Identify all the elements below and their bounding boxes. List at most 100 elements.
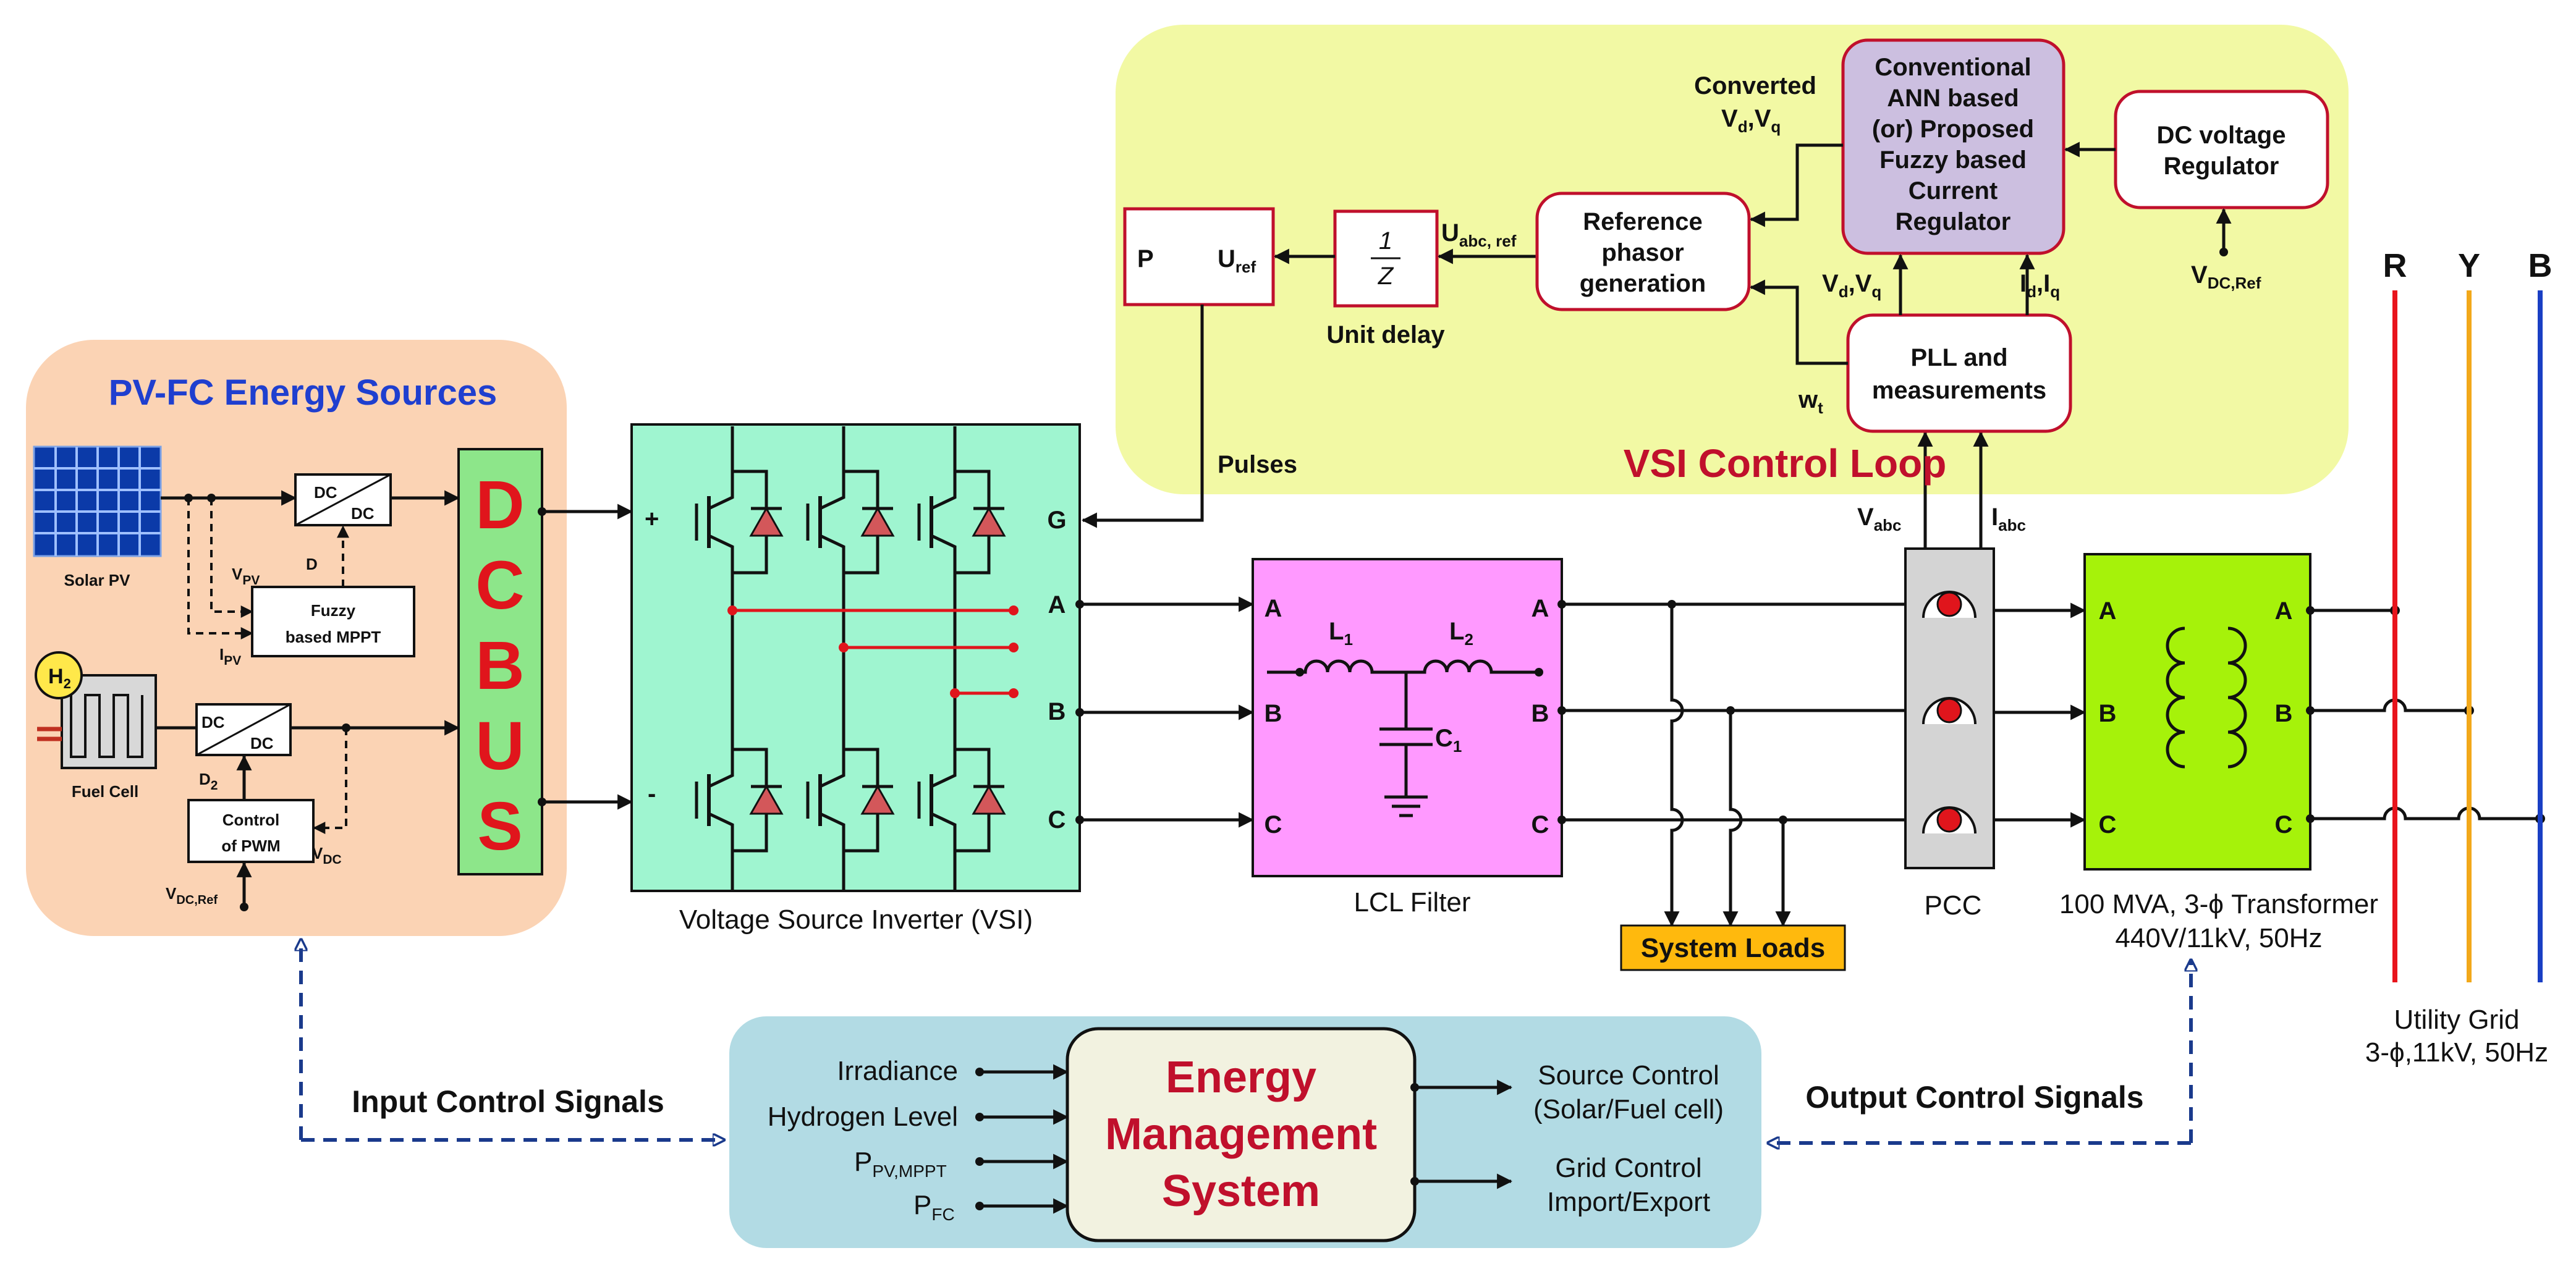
ref-phasor-2: phasor	[1601, 239, 1684, 266]
unit-delay-den: Z	[1378, 263, 1394, 290]
wt-label: wt	[1798, 386, 1823, 417]
regulator-line-6: Regulator	[1896, 208, 2011, 235]
fuel-cell-label: Fuel Cell	[72, 782, 138, 801]
pcc-label: PCC	[1925, 890, 1982, 921]
dcbus-letter-5: S	[477, 788, 522, 864]
regulator-line-5: Current	[1909, 177, 1998, 205]
pll-line-2: measurements	[1872, 377, 2046, 404]
input-control-signals: Input Control Signals	[352, 1084, 664, 1119]
dc-voltage-regulator-block	[2114, 90, 2329, 209]
vsi-port-a: A	[1048, 591, 1066, 618]
vsi-minus: -	[648, 780, 656, 808]
dcbus-letter-3: B	[475, 628, 524, 704]
unit-delay-caption: Unit delay	[1326, 321, 1445, 348]
ipv-label: IPV	[219, 645, 241, 668]
igbt-switch-2	[695, 738, 784, 862]
vsi-port-b: B	[1048, 698, 1066, 725]
regulator-line-2: ANN based	[1887, 85, 2019, 112]
lcl-in-a: A	[1265, 595, 1282, 622]
ems-block	[1066, 1027, 1417, 1242]
pwm-line1: Control	[222, 811, 279, 829]
pll-line-1: PLL and	[1910, 344, 2007, 371]
ems-input-ppv: PPV,MPPT	[854, 1147, 947, 1181]
dc-reg-line-2: Regulator	[2164, 153, 2279, 180]
dcdc2-top: DC	[201, 713, 225, 732]
output-control-signals: Output Control Signals	[1805, 1080, 2143, 1115]
grid-caption-1: Utility Grid	[2394, 1005, 2520, 1035]
vsi-caption: Voltage Source Inverter (VSI)	[679, 905, 1033, 935]
ems-input-irradiance: Irradiance	[837, 1056, 958, 1086]
ems-title-1: Energy	[1166, 1053, 1316, 1102]
vsi-block	[630, 423, 1081, 892]
l2-label: L2	[1449, 618, 1473, 649]
ref-phasor-3: generation	[1580, 270, 1706, 297]
regulator-line-1: Conventional	[1875, 54, 2031, 81]
d-label: D	[306, 555, 318, 573]
transformer-windings	[2166, 626, 2247, 769]
lcl-caption: LCL Filter	[1354, 887, 1470, 917]
transformer-caption-2: 440V/11kV, 50Hz	[2115, 923, 2322, 953]
dcbus-letter-1: D	[475, 467, 524, 543]
vdc-label: VDC	[312, 844, 342, 867]
pll-vdvq: Vd,Vq	[1822, 270, 1881, 301]
l1-label: L1	[1329, 618, 1353, 649]
tx-out-a: A	[2275, 597, 2293, 625]
transformer-caption-1: 100 MVA, 3-ϕ Transformer	[2059, 889, 2378, 919]
mppt-line2: based MPPT	[286, 628, 381, 646]
igbt-switch-5	[917, 460, 1006, 584]
vabc-label: Vabc	[1857, 504, 1902, 534]
tx-in-b: B	[2099, 700, 2117, 727]
ems-out1-line2: (Solar/Fuel cell)	[1533, 1094, 1724, 1124]
dc-reg-line-1: DC voltage	[2157, 122, 2286, 149]
uabc-ref-label: Uabc, ref	[1441, 219, 1517, 250]
dc-bus	[457, 448, 543, 875]
ems-input-pfc: PFC	[913, 1190, 955, 1224]
system-loads-label: System Loads	[1641, 933, 1825, 963]
solar-pv-icon	[33, 445, 162, 557]
c1-label: C1	[1435, 725, 1462, 756]
iabc-label: Iabc	[1991, 504, 2026, 534]
dcdc1-top: DC	[314, 483, 337, 502]
pwm-control-block	[187, 799, 315, 863]
ems-out2-line1: Grid Control	[1555, 1153, 1701, 1183]
ems-input-hydrogen: Hydrogen Level	[768, 1102, 958, 1132]
tx-out-b: B	[2275, 700, 2293, 727]
vdc-ref-ctrl-label: VDC,Ref	[2191, 261, 2261, 292]
mppt-line1: Fuzzy	[311, 601, 356, 620]
igbt-switch-3	[806, 460, 895, 584]
p-block-p: P	[1137, 245, 1154, 272]
unit-delay-num: 1	[1379, 227, 1392, 255]
converted-vdvq: Vd,Vq	[1721, 105, 1781, 136]
lcl-in-b: B	[1265, 700, 1282, 727]
lcl-circuit	[1267, 659, 1543, 817]
regulator-line-3: (or) Proposed	[1872, 116, 2034, 143]
pwm-line2: of PWM	[221, 837, 280, 855]
tx-in-c: C	[2099, 811, 2117, 838]
dcbus-letter-4: U	[475, 708, 524, 784]
grid-r-label: R	[2383, 247, 2407, 284]
dcdc1-bottom: DC	[351, 504, 375, 523]
igbt-switch-array	[695, 426, 1006, 890]
ems-out1-line1: Source Control	[1538, 1060, 1719, 1090]
pulses-label: Pulses	[1218, 451, 1297, 478]
ref-phasor-1: Reference	[1583, 208, 1702, 235]
ems-title-3: System	[1162, 1166, 1320, 1216]
pv-fc-title: PV-FC Energy Sources	[109, 373, 498, 413]
igbt-switch-4	[806, 738, 895, 862]
control-loop-title: VSI Control Loop	[1624, 441, 1947, 486]
pll-idiq: Id,Iq	[2020, 270, 2060, 301]
pcc-breakers	[1922, 591, 1976, 834]
grid-caption-2: 3-ϕ,11kV, 50Hz	[2365, 1037, 2548, 1068]
converted-label: Converted	[1694, 72, 1816, 99]
regulator-line-4: Fuzzy based	[1879, 146, 2027, 174]
h2-label: H2	[48, 665, 71, 691]
tx-out-c: C	[2275, 811, 2293, 838]
vsi-port-c: C	[1048, 806, 1066, 833]
lcl-out-a: A	[1532, 595, 1549, 622]
lcl-out-c: C	[1532, 811, 1549, 838]
ems-out2-line2: Import/Export	[1547, 1187, 1710, 1217]
system-loads-box	[1620, 924, 1846, 971]
igbt-switch-1	[695, 460, 784, 584]
d2-label: D2	[199, 770, 218, 793]
